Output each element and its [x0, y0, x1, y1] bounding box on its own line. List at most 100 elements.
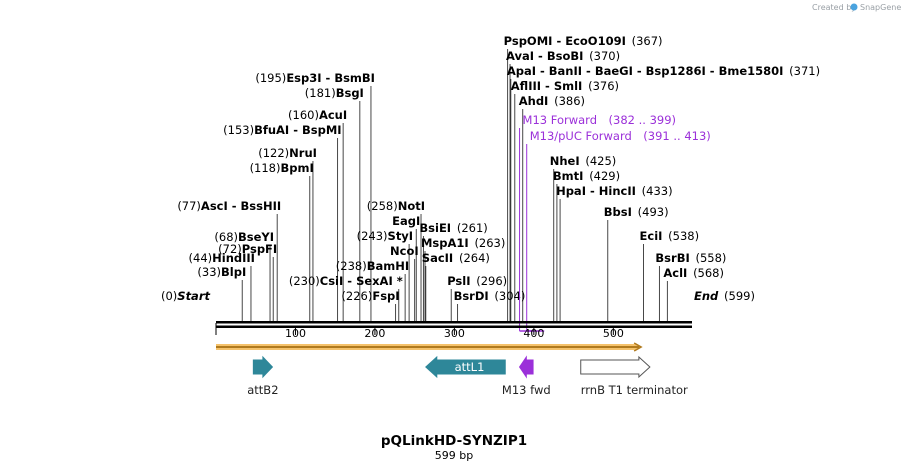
site-label-bsrbi: BsrBI (558) [655, 251, 726, 265]
site-separator: - [582, 64, 595, 78]
site-name: NheI [550, 154, 580, 168]
site-label-fspi: (226)FspI [341, 289, 399, 303]
credit: Created by SnapGene [812, 3, 901, 12]
site-label-acli: AclI (568) [663, 266, 724, 280]
site-name: BsrDI [454, 289, 489, 303]
site-coord: (599) [718, 289, 755, 303]
site-name: AvaI [506, 49, 534, 63]
feature-attl1 [425, 355, 506, 379]
site-coord: (153) [223, 123, 254, 137]
site-separator: - [289, 123, 302, 137]
site-name: BpmI [281, 161, 314, 175]
site-name: BsmBI [334, 71, 375, 85]
site-separator: - [536, 64, 549, 78]
site-label-ncoi: NcoI [390, 244, 419, 258]
site-label-ecii: EciI (538) [640, 229, 700, 243]
site-coord: (243) [357, 229, 388, 243]
site-label-nhei: NheI (425) [550, 154, 617, 168]
site-coord: (429) [583, 169, 620, 183]
site-name: FspI [372, 289, 399, 303]
site-label-start: (0)Start [161, 289, 211, 303]
site-label-eagi: EagI [392, 214, 420, 228]
site-coord: (238) [336, 259, 367, 273]
site-name: Bsp1286I [646, 64, 706, 78]
orf-track [216, 342, 643, 352]
site-name: AhdI [519, 94, 549, 108]
site-separator: - [586, 184, 599, 198]
site-name: HindIII [212, 251, 255, 265]
site-name: BseYI [238, 230, 274, 244]
site-name: StyI [388, 229, 414, 243]
site-name: BbsI [604, 205, 632, 219]
site-name: HpaI [556, 184, 586, 198]
site-labels: (0)Start(33)BlpI(44)HindIII(68)BseYI(72)… [161, 34, 820, 303]
feature-label-rrnb-t1-terminator: rrnB T1 terminator [581, 383, 688, 397]
site-name: SacII [422, 251, 453, 265]
site-label-esp3i: (195)Esp3I - BsmBI [255, 71, 375, 85]
site-label-bbsi: BbsI (493) [604, 205, 669, 219]
site-coord: (296) [471, 274, 508, 288]
site-name: NotI [398, 199, 425, 213]
site-coord: (264) [453, 251, 490, 265]
feature-m13-fwd [518, 355, 534, 379]
site-name: AscI [201, 199, 228, 213]
site-name: NcoI [390, 244, 419, 258]
site-coord: (181) [305, 86, 336, 100]
site-coord: (44) [189, 251, 213, 265]
site-label-bsrdi: BsrDI (304) [454, 289, 526, 303]
site-coord: (77) [177, 199, 201, 213]
site-label-noti: (258)NotI [367, 199, 425, 213]
site-label-afliii: AflIII - SmlI (376) [511, 79, 619, 93]
site-label-bsgi: (181)BsgI [305, 86, 364, 100]
ruler-tick-label: 200 [364, 327, 385, 340]
site-label-sacii: SacII (264) [422, 251, 490, 265]
site-label-acui: (160)AcuI [288, 108, 347, 122]
site-coord: (230) [289, 274, 320, 288]
site-lines [241, 49, 668, 321]
site-separator: - [322, 71, 335, 85]
site-coord: (371) [783, 64, 820, 78]
site-name: AflIII [511, 79, 541, 93]
feature-label-attb2: attB2 [247, 383, 278, 397]
site-name: AcuI [319, 108, 347, 122]
site-name: MspA1I [421, 236, 469, 250]
site-separator: - [706, 64, 719, 78]
feature-label-m13-fwd: M13 fwd [502, 383, 551, 397]
site-label-avai: AvaI - BsoBI (370) [506, 49, 620, 63]
site-label-psli: PslI (296) [447, 274, 507, 288]
site-name: PspFI [242, 242, 277, 256]
site-coord: (433) [636, 184, 673, 198]
primer-name: M13 Forward [523, 113, 597, 127]
site-name: BaeGI [595, 64, 633, 78]
credit-prefix: Created by [812, 3, 856, 12]
site-name: BsoBI [547, 49, 584, 63]
site-separator: - [534, 49, 547, 63]
site-name: BssHII [241, 199, 282, 213]
site-name: CsiI [320, 274, 344, 288]
primer-name: M13/pUC Forward [530, 129, 632, 143]
site-coord: (370) [583, 49, 620, 63]
backbone-bottom-strand [216, 325, 692, 328]
site-coord: (261) [451, 221, 488, 235]
site-coord: (122) [258, 146, 289, 160]
site-name: PslI [447, 274, 470, 288]
site-name: EciI [640, 229, 663, 243]
site-coord: (386) [548, 94, 585, 108]
site-name: BmtI [553, 169, 584, 183]
primer-range: (391 .. 413) [632, 129, 711, 143]
site-coord: (367) [626, 34, 663, 48]
site-coord: (258) [367, 199, 398, 213]
site-label-csii: (230)CsiI - SexAI * [289, 274, 403, 288]
site-name: SexAI * [356, 274, 403, 288]
ruler-tick-label: 300 [444, 327, 465, 340]
map-title: pQLinkHD-SYNZIP1 [381, 433, 527, 449]
site-name: EcoO109I [565, 34, 626, 48]
ruler-tick-label: 100 [285, 327, 306, 340]
site-name: Esp3I [286, 71, 321, 85]
site-label-bsiei: BsiEI (261) [419, 221, 487, 235]
site-label-end: End (599) [694, 289, 755, 303]
site-name: NruI [289, 146, 317, 160]
site-label-ahdi: AhdI (386) [519, 94, 585, 108]
